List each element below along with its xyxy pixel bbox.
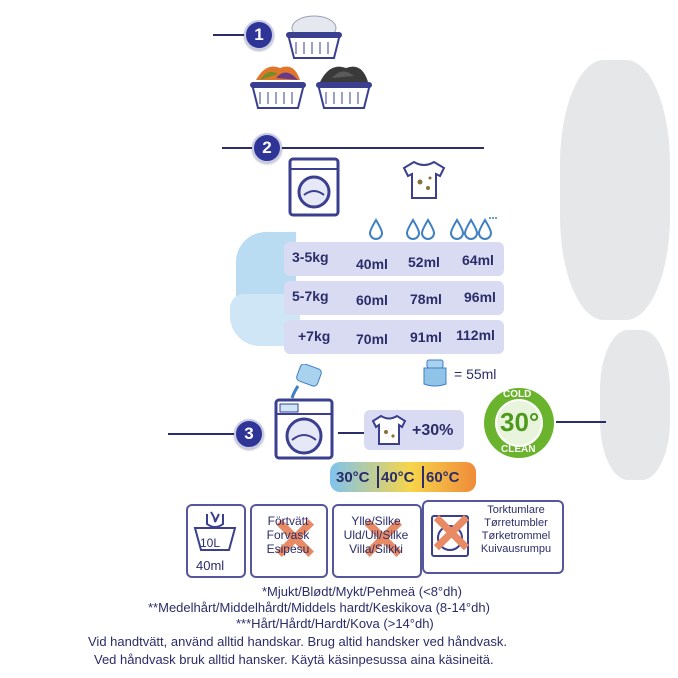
hand-wash-basin-icon xyxy=(193,511,237,551)
footnote-medium-water: **Medelhårt/Middelhårdt/Middels hardt/Ke… xyxy=(148,600,490,615)
dose-soft-7kg-plus: 70ml xyxy=(356,331,388,347)
temperature-30: 30°C xyxy=(336,469,370,486)
step-1-line xyxy=(213,34,253,36)
step-2-line xyxy=(222,147,484,149)
measuring-cap-icon xyxy=(423,359,447,387)
load-7kg-plus: +7kg xyxy=(298,328,331,344)
cap-amount: = 55ml xyxy=(454,366,497,382)
washing-machine-icon xyxy=(288,157,340,217)
dosage-row-band xyxy=(284,320,504,354)
step-3-line-end xyxy=(556,421,606,423)
wool-silk-label: Ylle/Silke Uld/Uil/Silke Villa/Silkki xyxy=(343,514,409,556)
dose-soft-3-5kg: 40ml xyxy=(356,256,388,272)
water-drop-hard-icon xyxy=(450,217,497,240)
step-3-badge: 3 xyxy=(234,419,264,449)
step-1-badge: 1 xyxy=(244,20,274,50)
dose-hard-7kg-plus: 112ml xyxy=(456,327,495,343)
prohibited-cross-icon: ✕ xyxy=(358,506,409,573)
cold-clean-value: 30° xyxy=(500,407,540,437)
wool-silk-box xyxy=(332,504,422,578)
load-3-5kg: 3-5kg xyxy=(292,249,329,265)
cold-clean-badge xyxy=(484,388,554,458)
cold-clean-top-text: COLD xyxy=(503,389,532,400)
hand-wash-volume: 10L xyxy=(200,536,221,550)
step-3-line xyxy=(168,433,248,435)
tumble-dryer-label: Torktumlare Tørretumbler Tørketrommel Ku… xyxy=(480,504,552,555)
laundry-basket-colored-icon xyxy=(250,66,306,109)
background-smear xyxy=(560,60,670,320)
temperature-strip xyxy=(330,462,476,492)
water-drop-medium-icon xyxy=(406,218,436,240)
dose-soft-5-7kg: 60ml xyxy=(356,292,388,308)
footnote-soft-water: *Mjukt/Blødt/Mykt/Pehmeä (<8°dh) xyxy=(262,584,462,599)
footnote-hard-water: ***Hårt/Hårdt/Hardt/Kova (>14°dh) xyxy=(236,616,434,631)
dosage-row-band xyxy=(284,281,504,315)
prohibited-cross-icon: ✕ xyxy=(270,506,321,573)
step-3-line-right xyxy=(338,432,368,434)
dose-medium-3-5kg: 52ml xyxy=(408,254,440,270)
hand-wash-dose: 40ml xyxy=(196,558,225,573)
laundry-basket-white-icon xyxy=(286,15,342,59)
dose-hard-5-7kg: 96ml xyxy=(464,289,496,305)
temperature-60: 60°C xyxy=(426,469,460,486)
stain-extra-percent: +30% xyxy=(412,422,454,439)
prewash-box xyxy=(250,504,328,578)
laundry-basket-dark-icon xyxy=(316,66,372,109)
footnote-gloves-2: Ved håndvask bruk alltid hansker. Käytä … xyxy=(94,652,494,667)
background-smear xyxy=(600,330,670,480)
load-5-7kg: 5-7kg xyxy=(292,288,329,304)
temperature-40: 40°C xyxy=(381,469,415,486)
step-2-badge: 2 xyxy=(252,133,282,163)
dose-medium-7kg-plus: 91ml xyxy=(410,329,442,345)
stained-tshirt-icon xyxy=(402,160,446,199)
prewash-label: Förtvätt Forvask Esipesu xyxy=(266,514,310,556)
temperature-separator xyxy=(377,466,379,488)
dose-medium-5-7kg: 78ml xyxy=(410,291,442,307)
stained-shirt-small-icon xyxy=(371,414,407,445)
cold-clean-bottom-text: CLEAN xyxy=(501,444,536,455)
footnote-gloves-1: Vid handtvätt, använd alltid handskar. B… xyxy=(88,634,507,649)
water-drop-soft-icon xyxy=(368,218,384,240)
temperature-separator xyxy=(422,466,424,488)
washing-machine-with-cap-icon xyxy=(274,364,334,460)
dosage-row-band xyxy=(284,242,504,276)
tumble-dryer-icon xyxy=(431,515,469,557)
prohibited-cross-icon: ✕ xyxy=(428,502,475,565)
dose-hard-3-5kg: 64ml xyxy=(462,252,494,268)
